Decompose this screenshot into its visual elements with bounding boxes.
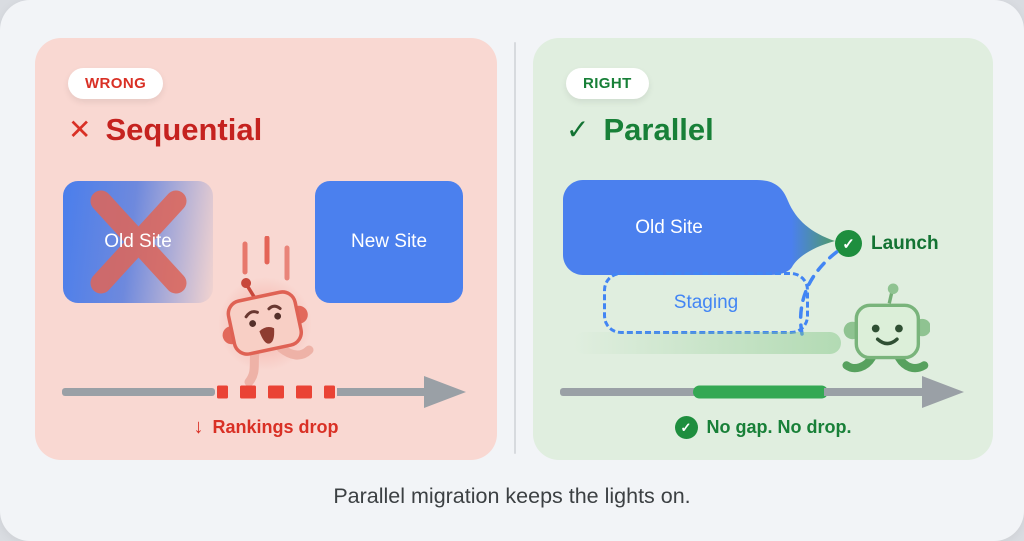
old-site-label-right: Old Site [635,216,703,238]
staging-label: Staging [673,292,739,313]
falling-robot-icon [218,236,314,387]
launch-label: Launch [871,232,939,254]
check-mark-icon: ✓ [566,113,590,145]
no-gap-label: No gap. No drop. [706,417,852,437]
right-badge: RIGHT [566,68,649,99]
motion-trail [573,332,841,354]
sequential-timeline [62,376,466,408]
running-robot-icon [842,283,930,373]
parallel-heading: ✓ Parallel [566,114,714,145]
old-site-label: Old Site [104,231,172,252]
old-site-box: Old Site [63,181,213,303]
staging-box: Staging [603,272,809,334]
crossed-out-icon [90,190,187,294]
caption: Parallel migration keeps the lights on. [333,484,691,508]
old-site-bubble: Old Site [563,180,837,275]
old-site-bubble-shape [563,180,835,275]
launch-check-icon: ✓ [835,230,862,257]
parallel-panel: RIGHT ✓ Parallel Old Site ✓ Launch [533,38,993,460]
sequential-title: Sequential [105,112,263,147]
parallel-timeline [560,376,964,408]
new-site-box: New Site [315,181,463,303]
wrong-badge: WRONG [68,68,164,99]
rankings-drop-label: Rankings drop [212,417,339,437]
sequential-heading: ✕ Sequential [68,114,262,145]
panel-divider [514,42,516,454]
parallel-title: Parallel [603,112,714,147]
no-gap-check-icon: ✓ [674,416,698,439]
x-mark-icon: ✕ [68,113,92,145]
rankings-drop-note: ↓ Rankings drop [35,416,497,439]
new-site-label: New Site [350,231,428,252]
launch-marker: ✓ Launch [835,230,939,257]
down-arrow-icon: ↓ [193,416,204,438]
sequential-panel: WRONG ✕ Sequential Old Site New Site [35,38,497,460]
no-gap-note: ✓ No gap. No drop. [533,416,993,439]
